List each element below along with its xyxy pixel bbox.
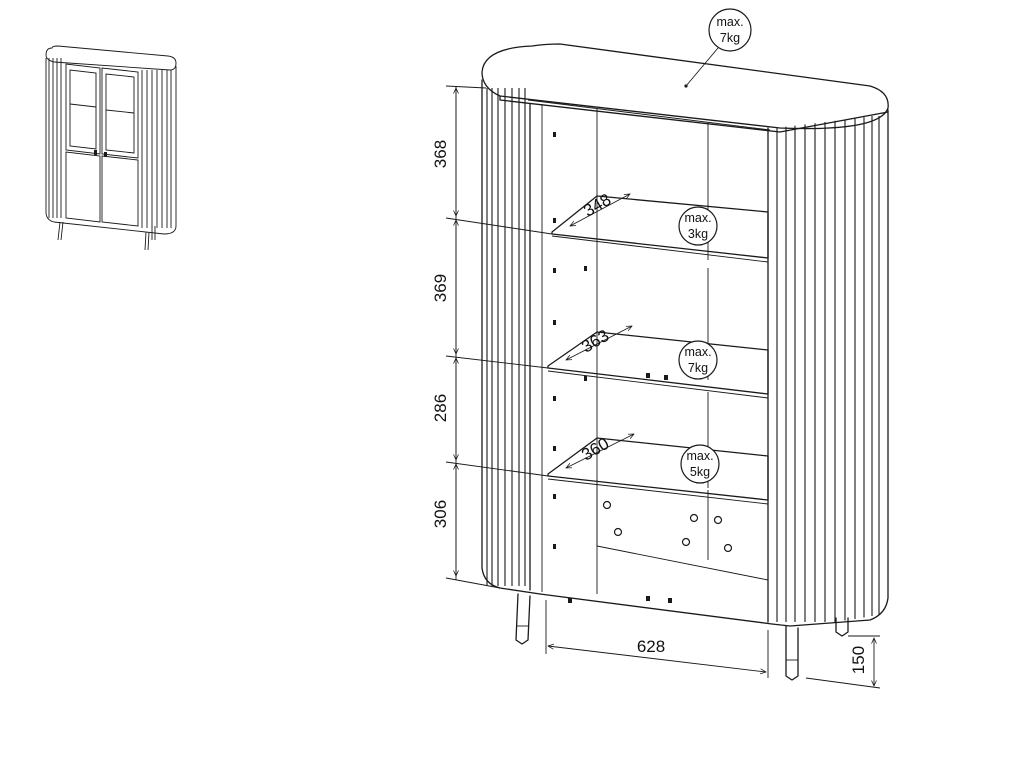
shelf-3-load-limit: max. 5kg (680, 444, 720, 484)
width-628-label: 628 (637, 637, 665, 656)
shelf-pin-hole (553, 320, 556, 325)
height-368-label: 368 (431, 140, 450, 168)
cabinet-interior (541, 104, 769, 594)
shelf-depth-dimensions: 348 363 360 (566, 190, 634, 468)
shelf-pin-hole (584, 266, 587, 271)
shelf-3-max-label: max. (686, 449, 713, 463)
shelf-1-max-label: max. (684, 211, 711, 225)
cabinet-top-panel (481, 43, 889, 133)
height-dimension-chain: 368 369 286 306 (431, 85, 553, 589)
leg-height-150-label: 150 (849, 646, 868, 674)
cabinet-bottom-compartment (539, 480, 773, 625)
shelf-2-max-label: max. (684, 345, 711, 359)
height-286-label: 286 (431, 394, 450, 422)
top-weight-label: 7kg (720, 31, 740, 45)
top-load-limit: max. 7kg (684, 8, 752, 88)
shelf-1-load-limit: max. 3kg (678, 206, 718, 246)
cabinet-right-side (767, 109, 889, 627)
shelf-1-weight-label: 3kg (688, 227, 708, 241)
cabinet-main-view (481, 43, 889, 681)
leg-height-dimension: 150 (805, 635, 881, 689)
height-306-label: 306 (431, 500, 450, 528)
shelf-pin-hole (553, 494, 556, 499)
cabinet-preview-thumbnail (45, 45, 177, 251)
top-max-label: max. (716, 15, 743, 29)
shelf-pin-hole (553, 218, 556, 223)
shelf-2-weight-label: 7kg (688, 361, 708, 375)
width-dimension: 628 (545, 600, 769, 678)
shelf-pin-hole (553, 544, 556, 549)
shelf-2-load-limit: max. 7kg (678, 340, 718, 380)
height-369-label: 369 (431, 274, 450, 302)
shelf-pin-hole (553, 132, 556, 137)
cabinet-legs (515, 593, 849, 681)
shelf-pin-hole (553, 446, 556, 451)
cabinet-left-side (481, 79, 541, 595)
depth-363-label: 363 (578, 326, 612, 357)
shelf-pin-hole (553, 396, 556, 401)
shelf-3-weight-label: 5kg (690, 465, 710, 479)
depth-348-label: 348 (580, 190, 614, 221)
shelf-pin-hole (584, 376, 587, 381)
shelf-pin-hole (553, 268, 556, 273)
